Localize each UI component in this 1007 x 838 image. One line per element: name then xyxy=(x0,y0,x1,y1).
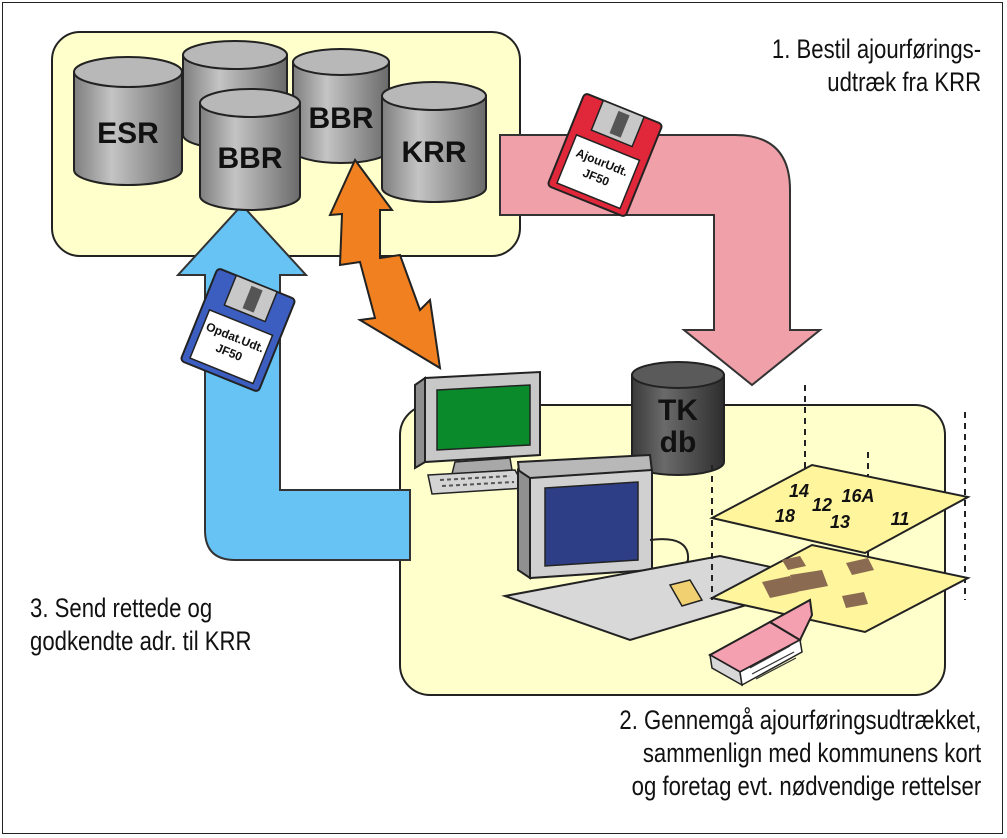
map-number-14: 14 xyxy=(789,481,809,501)
map-number-11: 11 xyxy=(891,509,910,529)
map-number-12: 12 xyxy=(812,495,832,515)
bbr-front-label: BBR xyxy=(218,142,283,175)
bbr-back-label: BBR xyxy=(309,102,374,135)
krr-label: KRR xyxy=(402,136,467,169)
map-number-16a: 16A xyxy=(841,486,874,506)
step-3-line-2: godkendte adr. til KRR xyxy=(30,626,252,656)
ajour-disk: AjourUdt. JF50 xyxy=(547,93,663,217)
step-2-line-1: 2. Gennemgå ajourføringsudtrækket, xyxy=(619,705,981,735)
computer-workstation-small xyxy=(414,370,541,495)
database-cylinder-krr: KRR xyxy=(381,81,487,203)
step-3-label: 3. Send rettede og godkendte adr. til KR… xyxy=(30,592,252,658)
esr-label: ESR xyxy=(97,117,159,150)
step-1-line-1: 1. Bestil ajourførings- xyxy=(771,34,981,64)
database-cylinder-esr: ESR xyxy=(73,56,183,186)
binder-icon xyxy=(707,598,814,687)
computer-workstation-large xyxy=(501,453,834,642)
tk-label: TK xyxy=(658,394,698,427)
database-cylinder-bbr-back: BBR xyxy=(292,48,390,164)
orange-sync-bolt xyxy=(328,158,442,370)
step-1-line-2: udtræk fra KRR xyxy=(827,67,981,97)
map-layers: 14 16A 12 18 13 11 xyxy=(709,385,971,634)
step-2-line-3: og foretag evt. nødvendige rettelser xyxy=(631,771,981,801)
step-1-label: 1. Bestil ajourførings- udtræk fra KRR xyxy=(772,33,981,99)
db-label: db xyxy=(660,426,697,459)
step-2-label: 2. Gennemgå ajourføringsudtrækket, samme… xyxy=(619,704,981,803)
step-3-line-1: 3. Send rettede og xyxy=(30,593,213,623)
database-cylinder-bbr-front: BBR xyxy=(199,88,301,211)
red-flow-arrow xyxy=(499,134,823,387)
map-sheet-upper xyxy=(709,463,971,555)
map-sheet-lower xyxy=(709,543,971,634)
map-number-18: 18 xyxy=(775,506,795,526)
step-2-line-2: sammenlign med kommunens kort xyxy=(642,738,981,768)
opdat-disk: Opdat.Udt. JF50 xyxy=(180,268,296,392)
map-number-13: 13 xyxy=(830,512,850,532)
